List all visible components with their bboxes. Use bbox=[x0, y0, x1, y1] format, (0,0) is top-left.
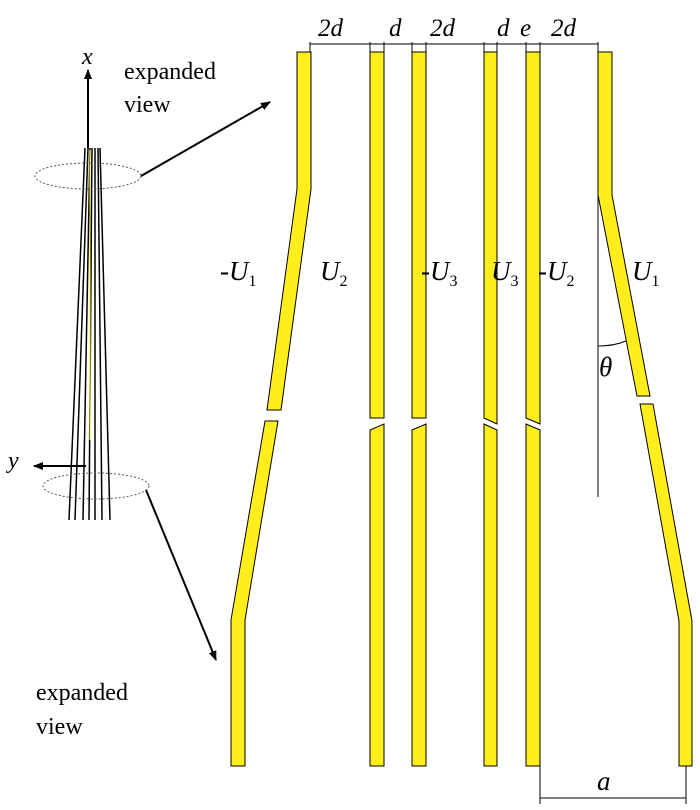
label-U3: U3 bbox=[491, 256, 519, 290]
electrode-2-upper bbox=[369, 51, 385, 419]
bottom-callout-line2: view bbox=[36, 714, 83, 740]
top-callout-line1: expanded bbox=[124, 59, 216, 85]
dim-label-d-1: d bbox=[389, 15, 402, 42]
electrode-2-lower bbox=[369, 423, 385, 767]
label-U1: U1 bbox=[632, 256, 660, 290]
label-neg-U2: -U2 bbox=[538, 256, 575, 290]
electrode-right-outer-lower bbox=[639, 403, 693, 767]
dim-label-2d-2: 2d bbox=[430, 15, 456, 42]
electrode-4-lower bbox=[483, 423, 498, 767]
dim-label-e: e bbox=[520, 15, 531, 42]
electrode-left-outer-lower bbox=[230, 420, 279, 767]
dim-label-d-2: d bbox=[497, 15, 510, 42]
bundle-line bbox=[99, 147, 111, 521]
bottom-dimension: a bbox=[539, 766, 687, 804]
bottom-zoom-ellipse bbox=[42, 472, 150, 500]
top-callout-line2: view bbox=[124, 92, 171, 118]
x-axis-label: x bbox=[81, 44, 93, 70]
bundle-line bbox=[97, 147, 103, 521]
top-callout-arrow bbox=[140, 101, 271, 177]
potential-labels: -U1 U2 -U3 U3 -U2 U1 bbox=[220, 256, 660, 290]
dim-label-2d-1: 2d bbox=[318, 15, 344, 42]
electrode-5-upper bbox=[525, 51, 541, 425]
overview-bundle: x y expanded view expanded view bbox=[6, 44, 271, 740]
electrode-left-outer-upper bbox=[266, 51, 312, 411]
electrode-4-upper bbox=[483, 51, 498, 425]
electrode-3-lower bbox=[411, 423, 427, 767]
label-neg-U3: -U3 bbox=[421, 256, 458, 290]
angle-construction: θ bbox=[597, 195, 627, 497]
bundle-line bbox=[82, 147, 91, 521]
angle-arc bbox=[597, 340, 627, 347]
y-axis-label: y bbox=[6, 448, 19, 474]
electrode-right-outer-upper bbox=[597, 51, 651, 397]
electrode-5-lower bbox=[525, 423, 541, 767]
top-dimensions: 2d d 2d d e 2d bbox=[309, 15, 599, 52]
bottom-callout-line1: expanded bbox=[36, 680, 128, 706]
theta-label: θ bbox=[599, 352, 612, 382]
bottom-callout-arrow bbox=[145, 489, 217, 661]
electrodes bbox=[230, 51, 693, 767]
label-U2: U2 bbox=[320, 256, 348, 290]
label-neg-U1: -U1 bbox=[220, 256, 257, 290]
bundle-line bbox=[68, 147, 86, 521]
bundle-line bbox=[74, 147, 89, 521]
electrode-3-upper bbox=[411, 51, 427, 419]
dim-label-a: a bbox=[597, 766, 611, 796]
dim-label-2d-3: 2d bbox=[551, 15, 577, 42]
